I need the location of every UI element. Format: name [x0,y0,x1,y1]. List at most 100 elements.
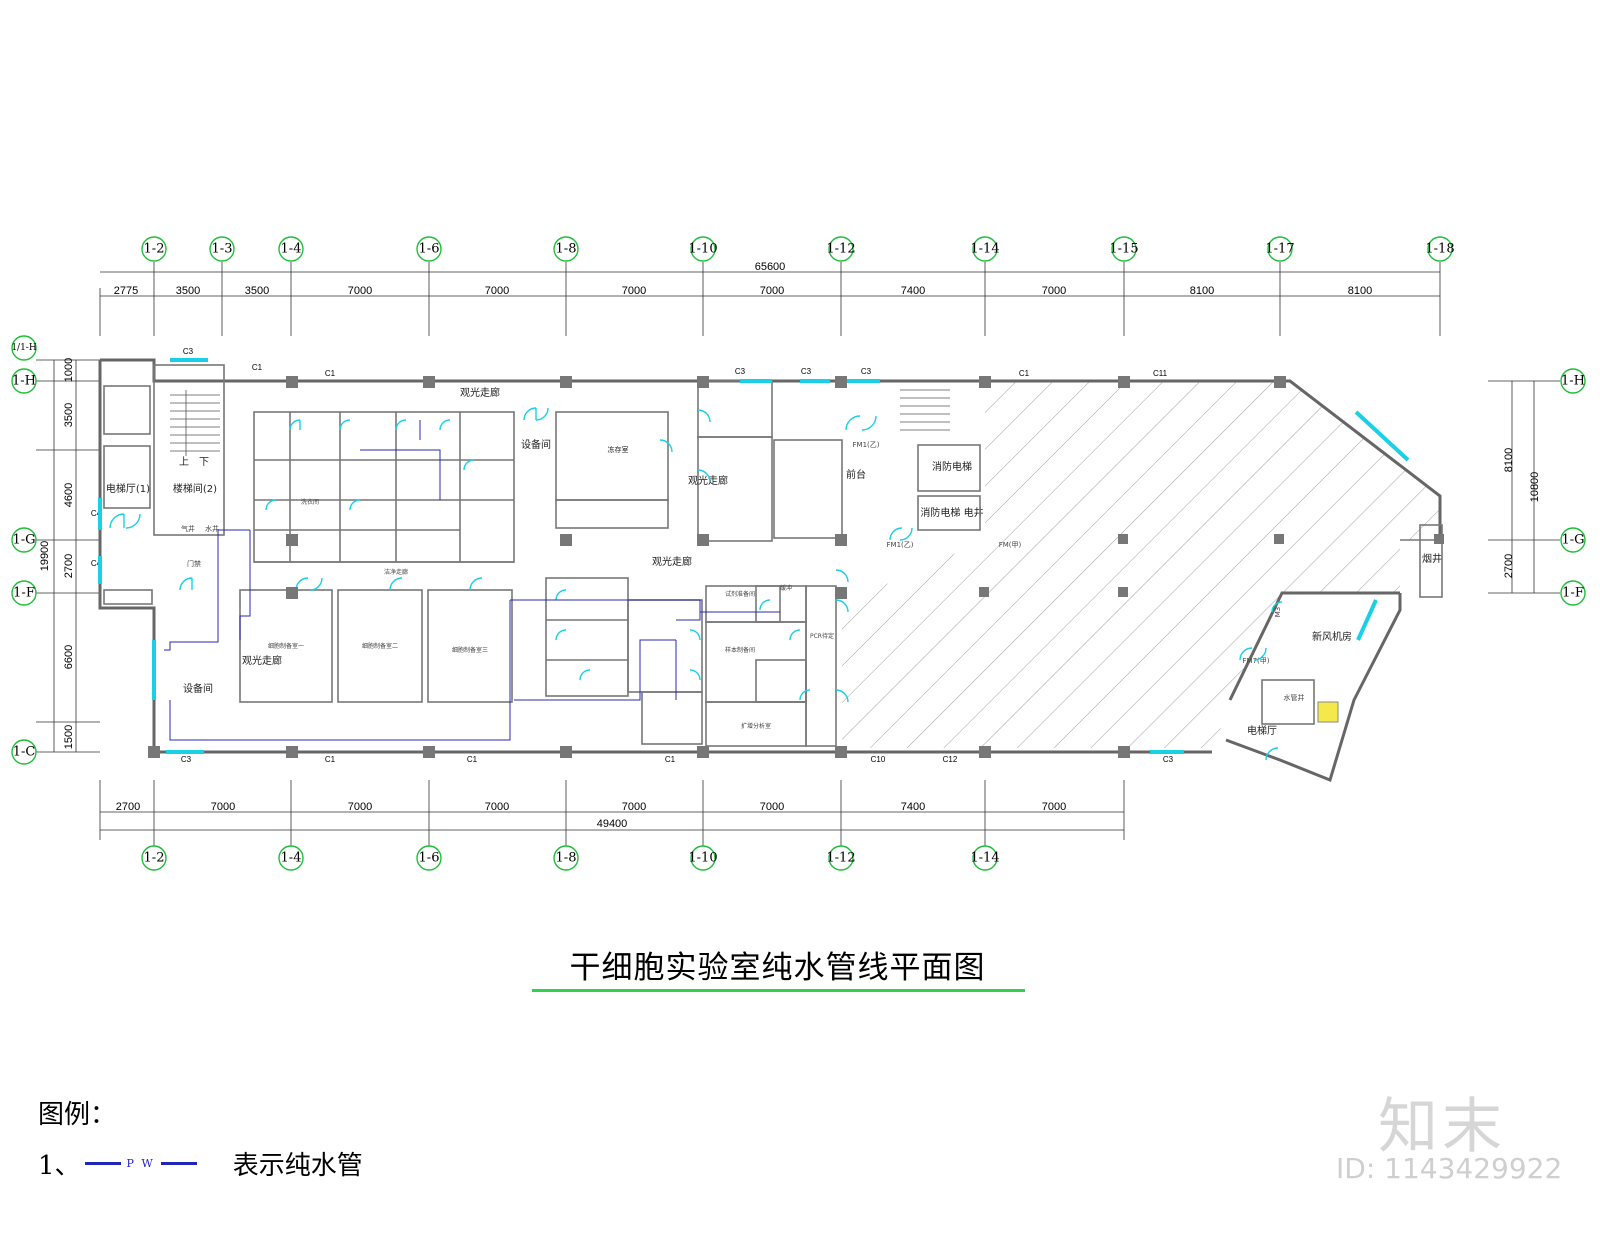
svg-text:1-F: 1-F [1562,586,1584,601]
axis-bubble-bottom-1-6: 1-6 [416,845,442,871]
legend-pipe-segment-right [160,1162,197,1165]
label-prep-1: 细胞制备室一 [268,642,304,650]
axis-bubble-top-1-12: 1-12 [826,236,856,262]
dim-right-0: 8100 [1503,448,1515,472]
top-dimension-chain: 65600 2775 3500 3500 7000 7000 7000 7000… [99,261,1441,336]
dim-left-0: 1000 [63,358,75,382]
label-fire-elevator-2: 消防电梯 电井 [920,506,983,519]
window-label-c1-e: C1 [467,755,478,764]
axis-bubble-right-1-g: 1-G [1560,527,1586,553]
legend-pipe-symbol: P W [84,1157,197,1170]
stair-elevator-block: 电梯厅(1) 楼梯间(2) 上 下 气井 水井 [103,364,225,605]
window-label-c3-e: C3 [181,755,192,764]
room-stairs-updown: 上 下 [179,456,209,468]
bottom-axis-bubbles: 1-2 1-4 1-6 1-8 1-10 1-12 1-14 [141,845,1000,871]
axis-bubble-top-1-3: 1-3 [209,236,235,262]
window-label-c10: C10 [871,755,886,764]
dim-bottom-2: 7000 [348,801,372,813]
label-equipment-2: 设备间 [183,682,213,695]
label-amplify: 扩增分析室 [741,722,771,730]
svg-text:1-8: 1-8 [556,851,577,866]
axis-bubble-bottom-1-14: 1-14 [970,845,1000,871]
svg-text:1-4: 1-4 [281,242,302,257]
axis-bubble-left-1-c: 1-C [11,739,37,765]
dim-top-4: 7000 [485,285,509,297]
label-smoke-well: 烟井 [1422,552,1442,565]
dim-bottom-total: 49400 [597,818,628,830]
axis-bubble-top-1-2: 1-2 [141,236,167,262]
dim-bottom-3: 7000 [485,801,509,813]
dim-bottom-4: 7000 [622,801,646,813]
axis-bubble-left-1-1-h: 1/1-H [11,335,37,361]
dim-top-2: 3500 [245,285,269,297]
label-reception: 前台 [846,468,866,481]
svg-text:1-G: 1-G [1561,533,1584,548]
svg-text:1-6: 1-6 [419,242,440,257]
label-clean-corridor: 洁净走廊 [384,568,408,576]
dim-bottom-5: 7000 [760,801,784,813]
dim-left-1: 3500 [63,403,75,427]
label-corridor-left: 观光走廊 [242,654,282,667]
left-dimension-chain: 19900 1000 3500 4600 2700 6600 1500 [36,358,100,753]
label-door: 门禁 [187,559,201,568]
dim-top-6: 7000 [760,285,784,297]
label-sample-prep: 样本制备间 [725,646,755,654]
drawing-title: 干细胞实验室纯水管线平面图 [569,950,986,986]
label-fm-yi-1: FM1(乙) [853,441,880,449]
dim-left-5: 1500 [63,725,75,749]
axis-bubble-bottom-1-4: 1-4 [278,845,304,871]
legend-index: 1、 [38,1151,81,1181]
dim-top-8: 7000 [1042,285,1066,297]
axis-bubble-left-1-g: 1-G [11,527,37,553]
label-corridor-mid: 观光走廊 [652,555,692,568]
window-labels: C3 C1 C1 C3 C3 C3 C1 C11 C4 C4 C3 C1 C1 … [91,347,1174,764]
label-equipment-1: 设备间 [521,438,551,451]
label-wash: 洗衣间 [301,498,319,506]
room-labels: 观光走廊 观光走廊 观光走廊 观光走廊 设备间 设备间 冻存室 前台 消防电梯 … [183,386,1442,737]
dim-top-7: 7400 [901,285,925,297]
axis-bubble-top-1-10: 1-10 [688,236,718,262]
pure-water-pipe [164,420,780,741]
label-prep-2: 细胞制备室二 [362,642,398,650]
dim-left-3: 2700 [63,554,75,578]
window-label-c3-c: C3 [801,367,812,376]
axis-bubble-left-1-f: 1-F [11,580,37,606]
label-elevator-hall-right: 电梯厅 [1247,724,1277,737]
room-elevator-hall-left: 电梯厅(1) [106,482,150,495]
room-water: 水井 [205,524,219,533]
axis-bubble-bottom-1-12: 1-12 [826,845,856,871]
dim-left-4: 6600 [63,645,75,669]
label-fm-yi-2: FM1(乙) [887,541,914,549]
right-axis-bubbles: 1-H 1-G 1-F [1560,368,1586,606]
label-buffer: 缓冲 [780,584,792,592]
window-label-c11: C11 [1153,369,1168,378]
bottom-dimension-chain: 2700 7000 7000 7000 7000 7000 7400 7000 … [99,780,1125,846]
window-label-c3-d: C3 [861,367,872,376]
svg-text:1-15: 1-15 [1109,242,1138,257]
window-label-c1-f: C1 [665,755,676,764]
svg-text:1-14: 1-14 [970,242,999,257]
label-corridor-top: 观光走廊 [460,386,500,399]
axis-bubble-top-1-6: 1-6 [416,236,442,262]
svg-text:1-12: 1-12 [826,851,855,866]
svg-text:1-17: 1-17 [1265,242,1294,257]
axis-bubble-right-1-f: 1-F [1560,580,1586,606]
dim-bottom-6: 7400 [901,801,925,813]
dim-top-0: 2775 [114,285,138,297]
window-label-c12: C12 [943,755,958,764]
svg-text:1-H: 1-H [1561,374,1585,389]
structural-columns [148,376,1444,758]
label-reagent: 试剂准备间 [725,590,755,598]
hatched-unused-area [842,381,1440,748]
window-label-c1-d: C1 [325,755,336,764]
svg-text:1-3: 1-3 [212,242,233,257]
window-label-c3-f: C3 [1163,755,1174,764]
axis-bubble-top-1-8: 1-8 [553,236,579,262]
window-label-c1-c: C1 [1019,369,1030,378]
svg-text:1-18: 1-18 [1425,242,1454,257]
label-corridor-v: 观光走廊 [688,474,728,487]
axis-bubble-top-1-15: 1-15 [1109,236,1139,262]
watermark-logo: 知末 [1378,1092,1506,1162]
svg-text:1-G: 1-G [12,533,35,548]
